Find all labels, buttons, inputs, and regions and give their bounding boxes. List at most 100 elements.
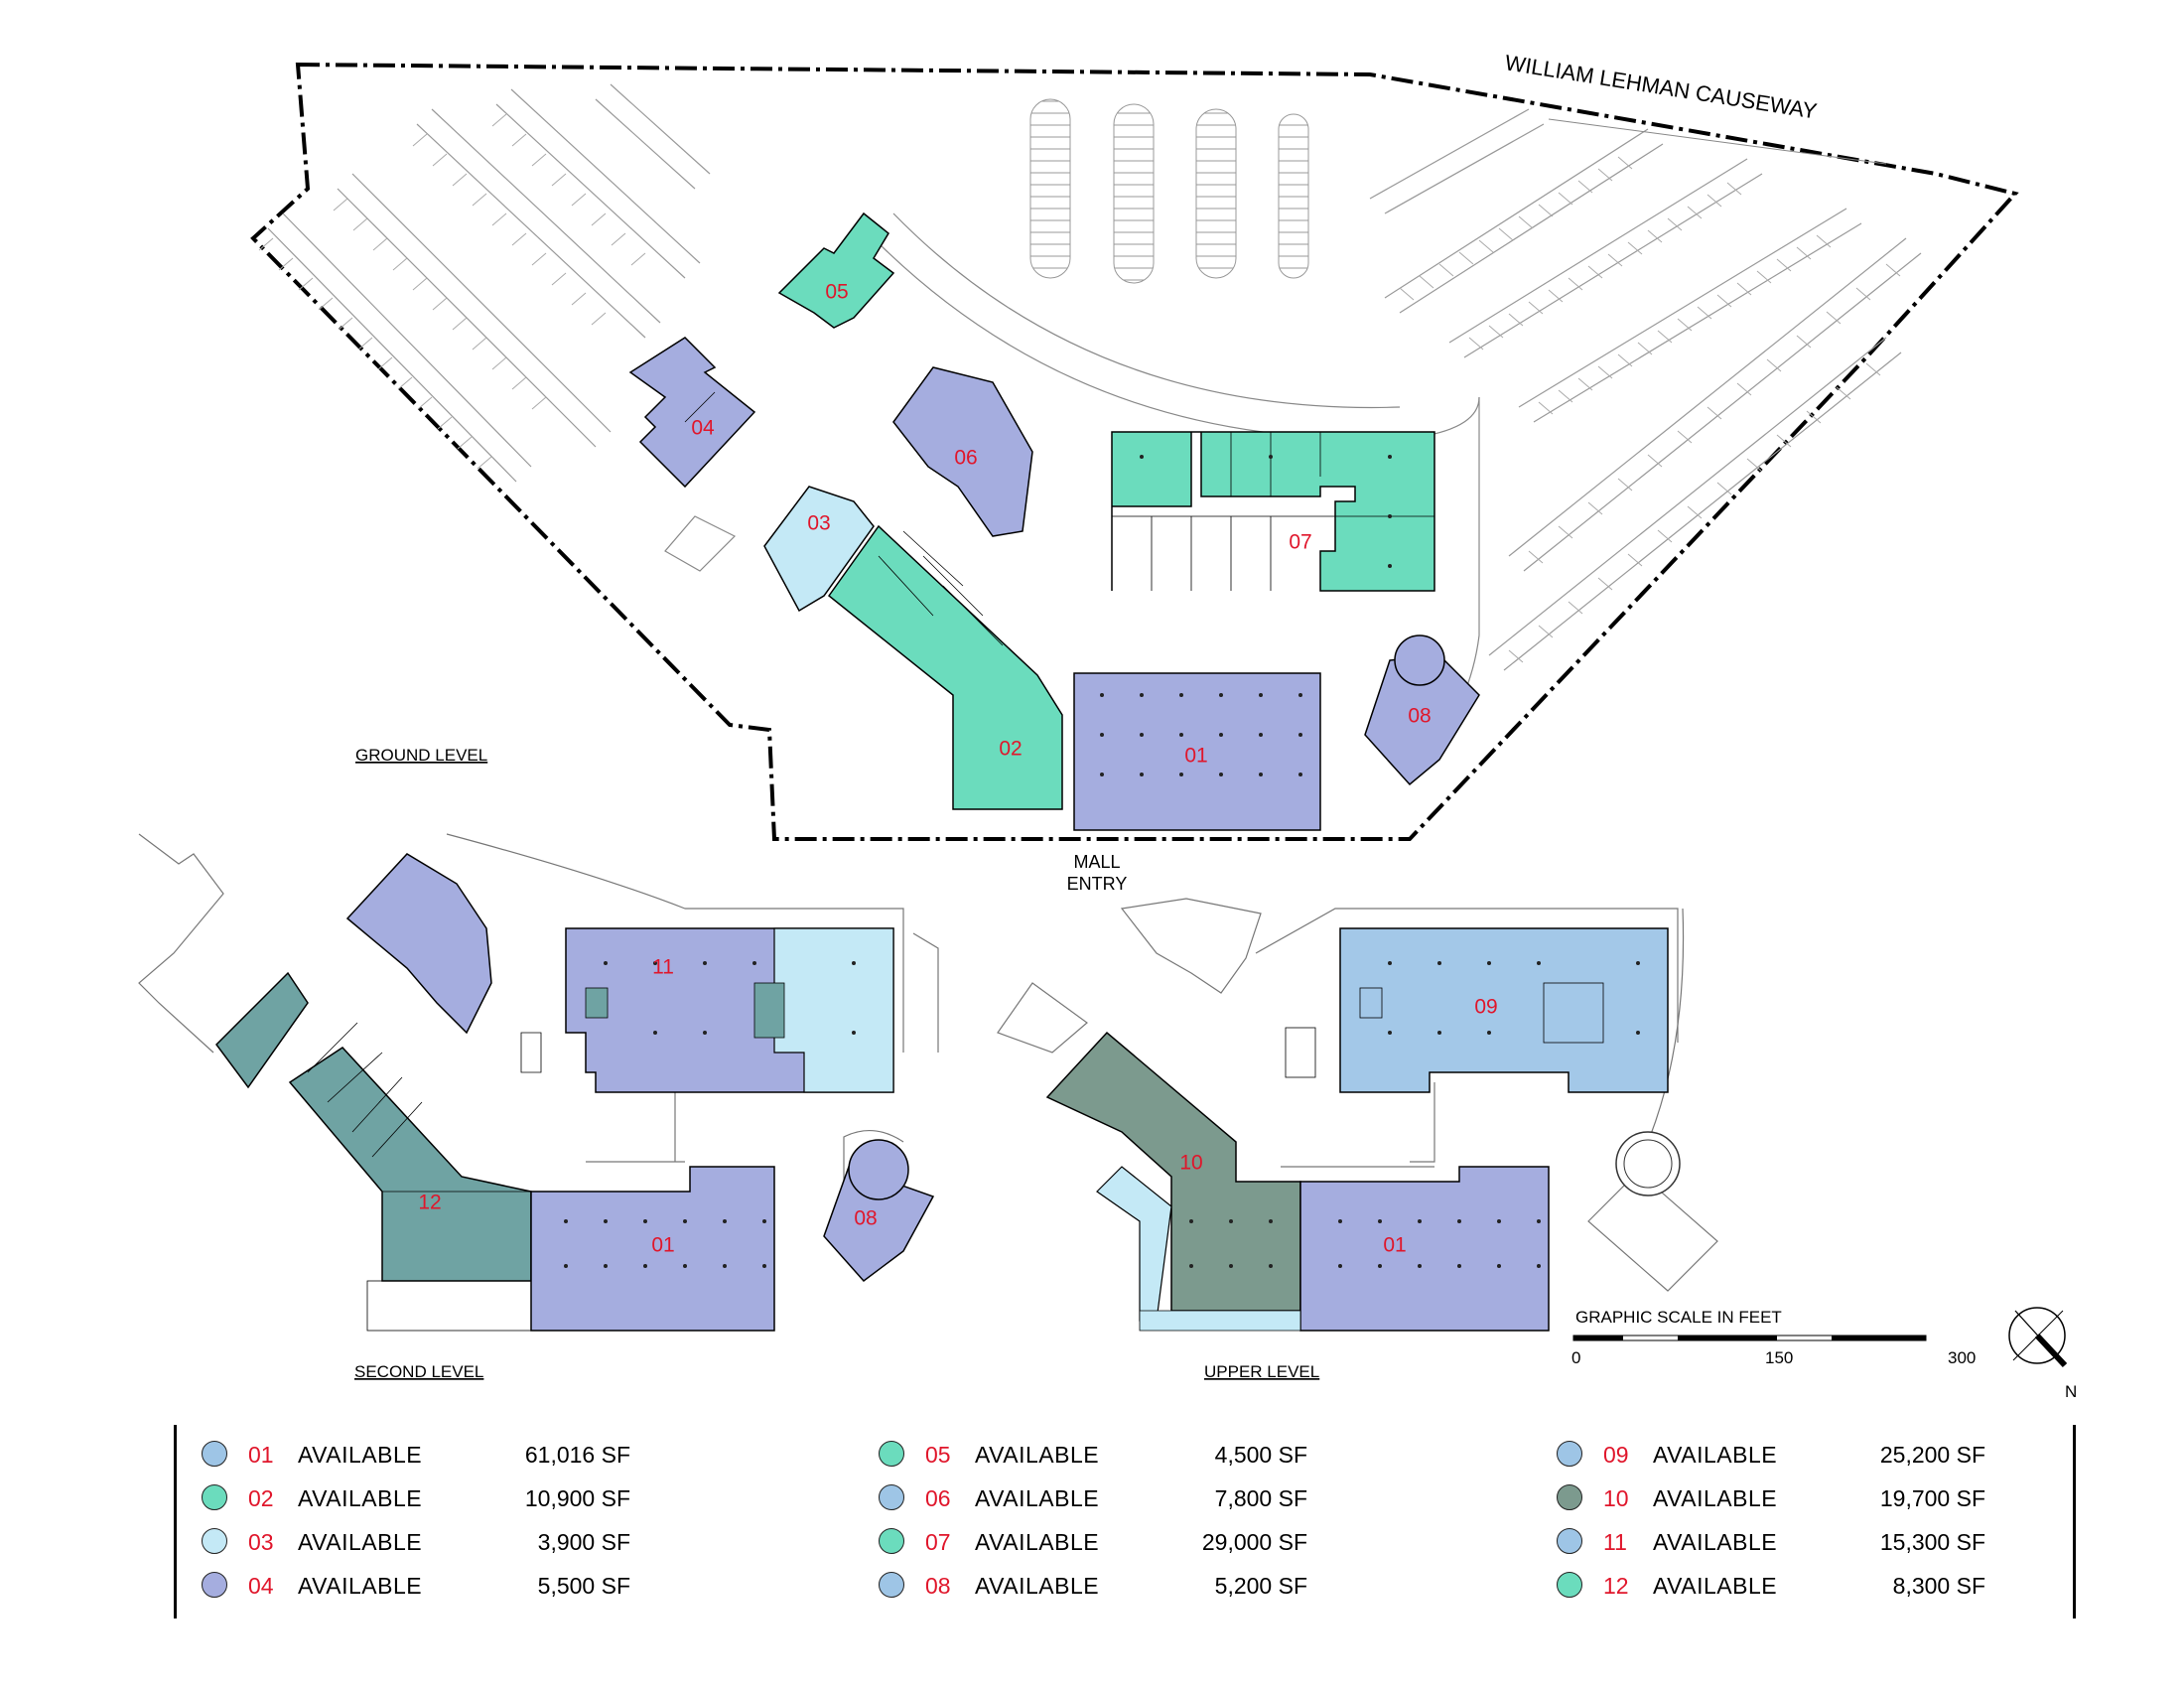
legend-status: AVAILABLE xyxy=(975,1529,1100,1555)
parking-west xyxy=(267,83,711,483)
second-unit-12-north[interactable] xyxy=(215,971,309,1089)
ground-unit-01[interactable] xyxy=(1073,672,1321,831)
second-level-title: SECOND LEVEL xyxy=(354,1362,483,1381)
legend-swatch xyxy=(879,1572,904,1598)
legend-status: AVAILABLE xyxy=(298,1442,423,1468)
ground-label-03: 03 xyxy=(807,512,830,535)
upper-rotunda-inner xyxy=(1623,1139,1673,1189)
legend-row-03[interactable]: 03 AVAILABLE 3,900 SF xyxy=(174,1524,650,1568)
ground-label-04: 04 xyxy=(691,417,715,440)
legend-unit-number: 12 xyxy=(1603,1573,1629,1599)
legend-row-08[interactable]: 08 AVAILABLE 5,200 SF xyxy=(851,1568,1327,1612)
ground-unit-08-rotunda xyxy=(1394,634,1445,686)
upper-interior xyxy=(1139,982,1604,1332)
legend-area: 15,300 SF xyxy=(1879,1529,1985,1555)
legend-swatch xyxy=(202,1528,227,1554)
second-unit-12[interactable] xyxy=(288,1047,532,1282)
parking-west-stalls xyxy=(258,113,646,470)
legend-area: 3,900 SF xyxy=(537,1529,630,1555)
street-line xyxy=(1548,118,1887,165)
legend-swatch xyxy=(1557,1572,1582,1598)
legend-area: 10,900 SF xyxy=(524,1485,630,1511)
legend-area: 29,000 SF xyxy=(1201,1529,1307,1555)
legend-swatch xyxy=(1557,1441,1582,1467)
upper-unit-10[interactable] xyxy=(1045,1031,1301,1312)
legend-row-10[interactable]: 10 AVAILABLE 19,700 SF xyxy=(1529,1480,2005,1524)
legend-area: 7,800 SF xyxy=(1214,1485,1307,1511)
legend-swatch xyxy=(879,1484,904,1510)
scale-tick-150: 150 xyxy=(1765,1348,1793,1367)
scale-tick-0: 0 xyxy=(1571,1348,1580,1367)
ground-label-06: 06 xyxy=(954,447,977,470)
second-label-01: 01 xyxy=(651,1234,674,1257)
legend-swatch xyxy=(879,1441,904,1467)
legend-status: AVAILABLE xyxy=(1653,1485,1778,1511)
legend-status: AVAILABLE xyxy=(1653,1442,1778,1468)
legend-status: AVAILABLE xyxy=(298,1529,423,1555)
legend-unit-number: 03 xyxy=(248,1529,274,1555)
second-columns xyxy=(564,961,856,1268)
legend-status: AVAILABLE xyxy=(975,1485,1100,1511)
ground-unit-02[interactable] xyxy=(827,524,1063,810)
ground-level-plan: 05 04 06 03 07 02 01 08 WILLIAM LEHMAN C… xyxy=(250,50,2019,894)
ground-columns xyxy=(1100,455,1392,776)
legend-rule-right xyxy=(2073,1425,2076,1618)
ground-unit-05[interactable] xyxy=(777,211,895,329)
legend-unit-number: 08 xyxy=(925,1573,951,1599)
second-unit-11-left-west[interactable] xyxy=(345,853,492,1035)
legend-area: 25,200 SF xyxy=(1879,1442,1985,1468)
legend-area: 8,300 SF xyxy=(1892,1573,1985,1599)
legend-area: 61,016 SF xyxy=(524,1442,630,1468)
upper-level-plan: 09 10 01 UPPER LEVEL xyxy=(997,898,1718,1381)
second-interior xyxy=(307,982,785,1332)
second-unit-08[interactable] xyxy=(823,1166,935,1283)
legend-area: 19,700 SF xyxy=(1879,1485,1985,1511)
upper-rotunda xyxy=(1615,1131,1681,1196)
site-plan-map: 05 04 06 03 07 02 01 08 WILLIAM LEHMAN C… xyxy=(138,50,2077,1401)
second-label-11: 11 xyxy=(652,956,674,979)
ground-unit-07[interactable] xyxy=(1111,431,1435,592)
ground-unit-03[interactable] xyxy=(763,486,875,613)
north-label: N xyxy=(2065,1382,2077,1401)
legend-swatch xyxy=(202,1484,227,1510)
legend-unit-number: 10 xyxy=(1603,1485,1629,1511)
street-name: WILLIAM LEHMAN CAUSEWAY xyxy=(1503,50,1819,123)
legend-area: 4,500 SF xyxy=(1214,1442,1307,1468)
north-arrow-pointer xyxy=(2034,1333,2068,1368)
legend-unit-number: 06 xyxy=(925,1485,951,1511)
ground-interior-lines xyxy=(684,391,1434,646)
legend-status: AVAILABLE xyxy=(298,1573,423,1599)
north-arrow-cross xyxy=(2012,1310,2064,1361)
upper-unit-01[interactable] xyxy=(1299,1166,1550,1332)
graphic-scale: GRAPHIC SCALE IN FEET 0 150 300 xyxy=(1571,1308,1976,1367)
mall-entry-line-1: MALL xyxy=(1073,852,1120,872)
legend-unit-number: 11 xyxy=(1603,1529,1627,1555)
upper-columns xyxy=(1189,961,1640,1268)
mall-entry-line-2: ENTRY xyxy=(1067,874,1128,894)
legend-rule-left xyxy=(174,1425,177,1618)
second-unit-11-light[interactable] xyxy=(773,927,894,1093)
ground-unit-06[interactable] xyxy=(892,366,1033,537)
second-label-12: 12 xyxy=(418,1192,441,1214)
ground-unit-04[interactable] xyxy=(628,337,756,489)
legend-row-06[interactable]: 06 AVAILABLE 7,800 SF xyxy=(851,1480,1327,1524)
upper-label-09: 09 xyxy=(1474,996,1497,1019)
upper-unit-10-light[interactable] xyxy=(1096,1166,1172,1322)
legend-area: 5,200 SF xyxy=(1214,1573,1307,1599)
upper-unit-09[interactable] xyxy=(1339,927,1669,1093)
parking-east-stalls xyxy=(1399,156,1901,663)
upper-label-01: 01 xyxy=(1383,1234,1406,1257)
legend-status: AVAILABLE xyxy=(975,1573,1100,1599)
legend-swatch xyxy=(879,1528,904,1554)
